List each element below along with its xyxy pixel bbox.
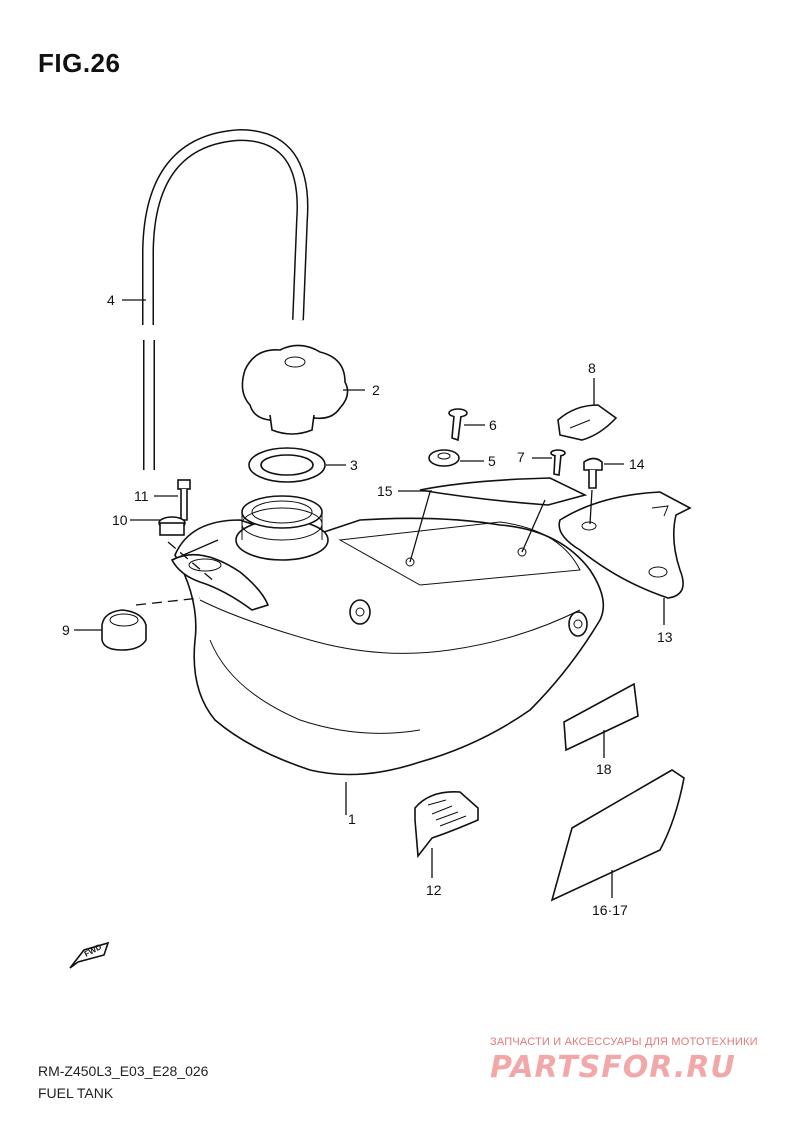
callout-4: 4 xyxy=(107,292,115,308)
callout-9: 9 xyxy=(62,622,70,638)
flange-bolt xyxy=(583,457,603,489)
callout-12: 12 xyxy=(426,882,442,898)
callout-10: 10 xyxy=(112,512,128,528)
heat-guard xyxy=(414,791,479,859)
callout-3: 3 xyxy=(350,457,358,473)
screw xyxy=(448,408,468,442)
watermark-logo: PARTSFOR.RU xyxy=(490,1050,736,1085)
washer xyxy=(428,449,460,467)
callout-2: 2 xyxy=(372,382,380,398)
callout-15: 15 xyxy=(377,483,393,499)
callout-11: 11 xyxy=(134,488,149,504)
seat-plate xyxy=(419,477,588,506)
tank-cushion xyxy=(101,609,147,651)
callout-7: 7 xyxy=(517,449,525,465)
callout-14: 14 xyxy=(629,456,645,472)
rear-bracket xyxy=(558,491,692,599)
breather-hose xyxy=(142,128,309,470)
fuel-cap xyxy=(241,344,349,435)
cap-gasket xyxy=(248,447,326,483)
label-small xyxy=(563,682,639,752)
mount-bolt xyxy=(177,479,191,521)
fuel-tank xyxy=(170,495,605,776)
collar xyxy=(158,516,186,536)
strap-bracket xyxy=(557,404,618,441)
forward-direction-icon: FWD xyxy=(69,941,110,969)
small-screw xyxy=(550,449,566,476)
figure-title: FIG.26 xyxy=(38,48,121,78)
figure-name: FUEL TANK xyxy=(38,1085,114,1101)
callout-5: 5 xyxy=(488,453,496,469)
leader-lines xyxy=(74,299,665,898)
callout-16-17: 16·17 xyxy=(592,902,628,918)
callout-labels: 1 2 3 4 5 6 7 8 9 10 11 12 13 14 15 16·1… xyxy=(62,292,673,918)
watermark-text: ЗАПЧАСТИ И АКСЕССУАРЫ ДЛЯ МОТОТЕХНИКИ xyxy=(490,1036,758,1048)
label-large xyxy=(550,769,685,902)
figure-code: RM-Z450L3_E03_E28_026 xyxy=(38,1063,209,1079)
callout-13: 13 xyxy=(657,629,673,645)
callout-8: 8 xyxy=(588,360,596,376)
callout-1: 1 xyxy=(348,811,356,827)
callout-18: 18 xyxy=(596,761,612,777)
callout-6: 6 xyxy=(489,417,497,433)
